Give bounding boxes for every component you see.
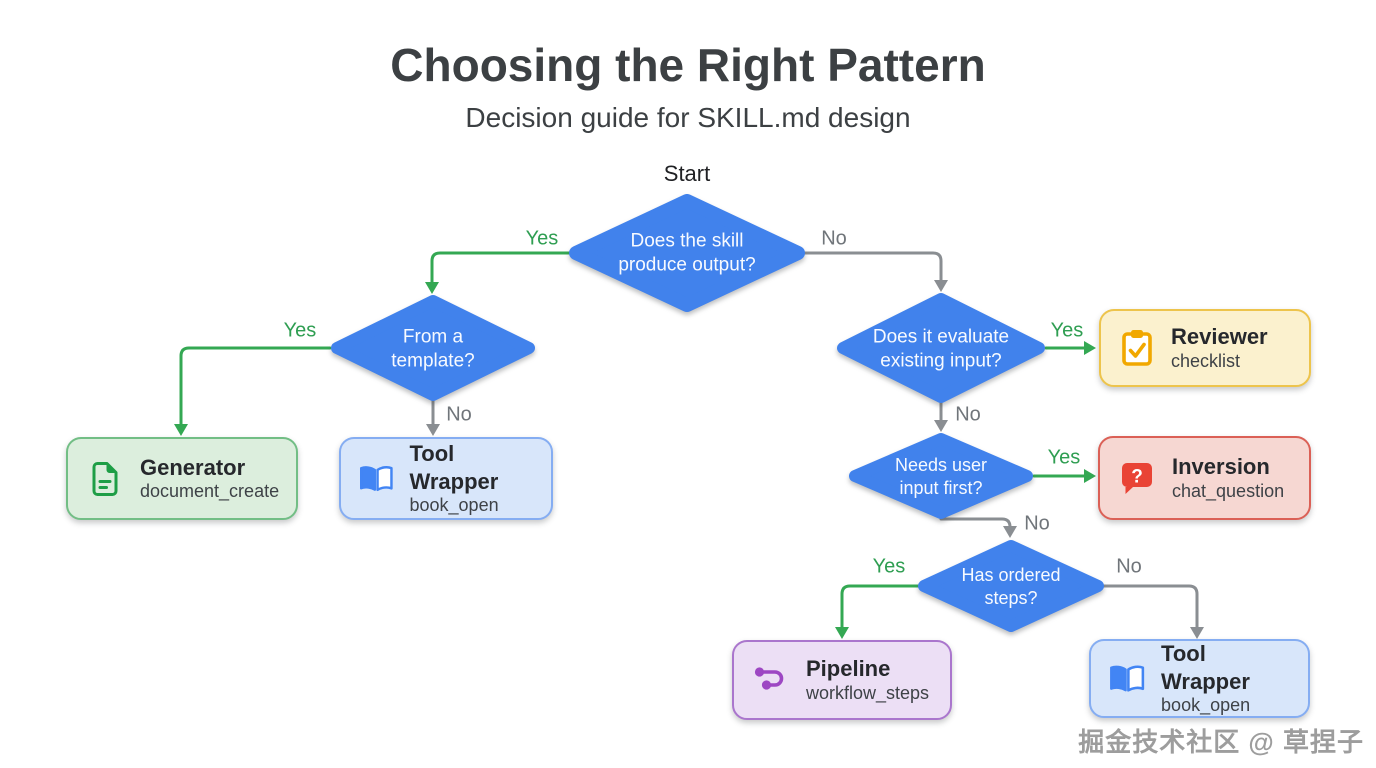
decision-ordered-steps-label: Has ordered steps?	[961, 564, 1061, 608]
arrowheads	[174, 280, 1204, 639]
arrow-icon	[1190, 627, 1204, 639]
edge-label-no: No	[446, 403, 472, 426]
connector-lines	[179, 251, 1199, 631]
watermark: 掘金技术社区 @ 草捏子	[1078, 727, 1364, 757]
pattern-name: Tool Wrapper	[1161, 641, 1250, 694]
arrow-icon	[1084, 469, 1096, 483]
pattern-name: Generator	[140, 454, 246, 480]
pattern-tool: chat_question	[1172, 480, 1285, 501]
document-create-icon	[92, 461, 118, 496]
edge-label-yes: Yes	[1047, 446, 1081, 469]
pattern-tool: document_create	[140, 481, 280, 502]
book-open-icon	[1110, 664, 1145, 692]
pattern-tool: book_open	[409, 495, 499, 516]
decision-needs-input-label: Needs user input first?	[894, 454, 988, 498]
arrow-icon	[1084, 341, 1096, 355]
pattern-box-tool-wrapper-2: Tool Wrapper book_open	[1089, 639, 1310, 718]
edge-no-ordered-steps	[1102, 584, 1199, 631]
start-label: Start	[663, 161, 711, 186]
diamond-produce-output	[569, 194, 805, 312]
checklist-icon	[1122, 330, 1152, 366]
arrow-icon	[426, 424, 440, 436]
pattern-tool: book_open	[1161, 695, 1251, 716]
arrow-icon	[835, 627, 849, 639]
pattern-name: Pipeline	[806, 656, 891, 682]
edge-label-no: No	[955, 403, 981, 426]
pattern-tool: workflow_steps	[806, 682, 930, 703]
diamond-needs-input	[849, 433, 1033, 519]
edge-no-needs-input	[939, 517, 1012, 530]
pattern-name: Reviewer	[1171, 324, 1268, 350]
book-open-icon	[359, 465, 393, 491]
edge-no-produce-output	[803, 251, 943, 284]
diamond-evaluate-input	[837, 293, 1045, 403]
pattern-tool: checklist	[1171, 350, 1241, 371]
decision-from-template-label: From a template?	[391, 326, 475, 372]
edge-yes-ordered-steps	[840, 584, 920, 631]
edge-yes-produce-output	[430, 251, 571, 286]
svg-text:?: ?	[1131, 467, 1143, 488]
arrow-icon	[1003, 526, 1017, 538]
pattern-name: Inversion	[1172, 454, 1270, 480]
diamond-from-template	[331, 295, 535, 401]
page-title: Choosing the Right Pattern	[390, 39, 986, 91]
chat-question-icon: ?	[1122, 463, 1152, 494]
pattern-box-tool-wrapper-1: Tool Wrapper book_open	[339, 437, 553, 520]
decision-diamonds	[331, 194, 1104, 632]
edge-label-no: No	[821, 227, 847, 250]
pattern-box-generator: Generator document_create	[66, 437, 298, 520]
edge-label-no: No	[1116, 555, 1142, 578]
edge-label-yes: Yes	[1050, 319, 1084, 342]
decision-evaluate-input-label: Does it evaluate existing input?	[872, 326, 1010, 372]
pattern-name: Tool Wrapper	[409, 441, 499, 494]
arrow-icon	[425, 282, 439, 294]
pattern-box-inversion: ? Inversion chat_question	[1098, 436, 1311, 520]
page-subtitle: Decision guide for SKILL.md design	[465, 102, 911, 133]
arrow-icon	[934, 420, 948, 432]
edge-label-yes: Yes	[525, 227, 559, 250]
arrow-icon	[174, 424, 188, 436]
diamond-ordered-steps	[918, 540, 1104, 632]
arrow-icon	[934, 280, 948, 292]
workflow-steps-icon	[754, 667, 784, 690]
pattern-box-pipeline: Pipeline workflow_steps	[732, 640, 952, 720]
edge-yes-from-template	[179, 346, 332, 427]
edge-label-yes: Yes	[283, 319, 317, 342]
edge-label-no: No	[1024, 512, 1050, 535]
decision-produce-output-label: Does the skill produce output?	[618, 230, 756, 276]
pattern-box-reviewer: Reviewer checklist	[1099, 309, 1311, 387]
edge-label-yes: Yes	[872, 555, 906, 578]
